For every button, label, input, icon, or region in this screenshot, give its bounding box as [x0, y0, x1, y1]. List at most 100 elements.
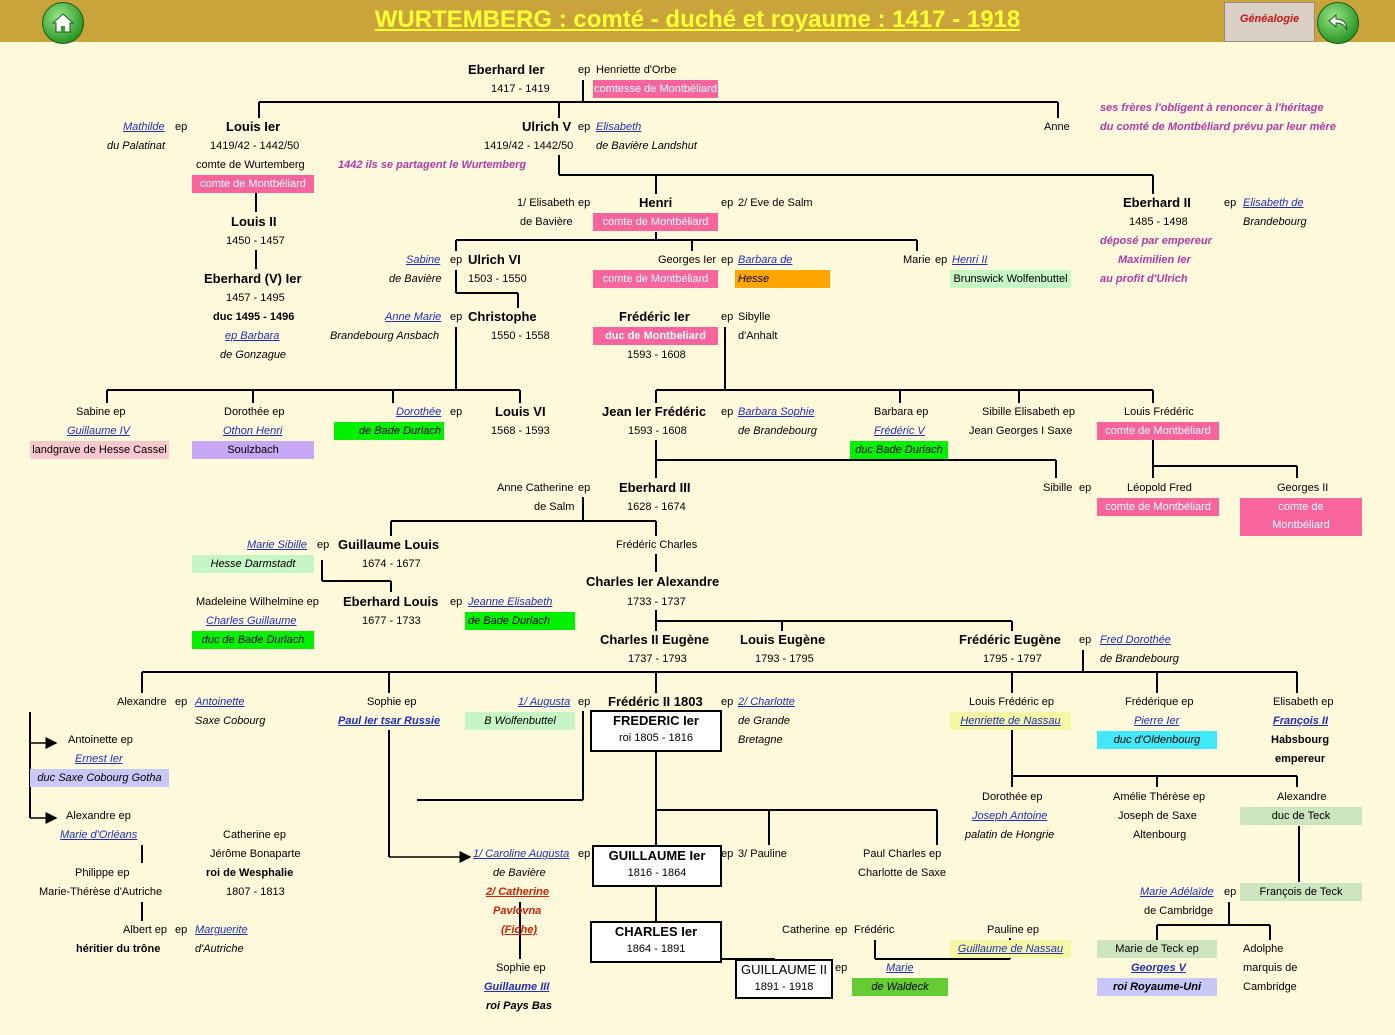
- barbara-de-link[interactable]: Barbara de: [738, 254, 793, 266]
- charles-guillaume-link[interactable]: Charles Guillaume: [206, 615, 297, 627]
- antoinette-ep[interactable]: Antoinette ep: [68, 734, 133, 746]
- barbara-ep[interactable]: Barbara ep: [874, 406, 929, 418]
- fred-dorothee-link[interactable]: Fred Dorothée: [1100, 634, 1171, 646]
- henri-ii-link[interactable]: Henri II: [952, 254, 988, 266]
- caroline-link[interactable]: 1/ Caroline Augusta: [473, 848, 570, 860]
- dorothee-ep-2[interactable]: Dorothée ep: [982, 791, 1043, 803]
- charles-i-box[interactable]: CHARLES Ier 1864 - 1891: [590, 921, 722, 963]
- pierre-ier-link[interactable]: Pierre Ier: [1134, 715, 1180, 727]
- guillaume-nassau-box[interactable]: Guillaume de Nassau: [950, 940, 1071, 958]
- eberhard-iii-name[interactable]: Eberhard III: [619, 480, 691, 495]
- jeanne-elisabeth-link[interactable]: Jeanne Elisabeth: [468, 596, 553, 608]
- eberhard-ii-name[interactable]: Eberhard II: [1123, 195, 1191, 210]
- barbara-link[interactable]: ep Barbara: [225, 330, 280, 342]
- sophie-ep[interactable]: Sophie ep: [367, 696, 417, 708]
- frederic-3[interactable]: Frédéric: [854, 924, 895, 936]
- louis-frederic-2[interactable]: Louis Frédéric ep: [969, 696, 1054, 708]
- sibille-name[interactable]: Sibille: [1043, 482, 1073, 494]
- eve-salm[interactable]: 2/ Eve de Salm: [738, 197, 813, 209]
- genealogy-badge[interactable]: Généalogie: [1224, 2, 1315, 42]
- anne-catherine[interactable]: Anne Catherine: [497, 482, 574, 494]
- sabine-ep[interactable]: Sabine ep: [76, 406, 126, 418]
- alexandre-2[interactable]: Alexandre: [1277, 791, 1327, 803]
- adolphe[interactable]: Adolphe: [1243, 943, 1284, 955]
- barbara-sophie-link[interactable]: Barbara Sophie: [738, 406, 815, 418]
- frederic-i-name[interactable]: Frédéric Ier: [619, 309, 690, 324]
- sibylle-name[interactable]: Sibylle: [738, 311, 771, 323]
- amelie-therese[interactable]: Amélie Thérèse ep: [1113, 791, 1206, 803]
- frederique-ep[interactable]: Frédérique ep: [1125, 696, 1194, 708]
- sabine-link[interactable]: Sabine: [406, 254, 441, 266]
- eberhard-i-name[interactable]: Eberhard Ier: [468, 62, 545, 77]
- elisabeth-1[interactable]: 1/ Elisabeth: [517, 197, 575, 209]
- frederic-eugene-name[interactable]: Frédéric Eugène: [959, 632, 1061, 647]
- georges-i-name[interactable]: Georges Ier: [658, 254, 717, 266]
- othon-henri-link[interactable]: Othon Henri: [223, 425, 283, 437]
- georges-ii-name[interactable]: Georges II: [1277, 482, 1329, 494]
- marie-adelaide-link[interactable]: Marie Adélaïde: [1140, 886, 1214, 898]
- henriette-nassau-box[interactable]: Henriette de Nassau: [950, 712, 1071, 730]
- eberhard-v-name[interactable]: Eberhard (V) Ier: [204, 271, 302, 286]
- elisabeth-ep[interactable]: Elisabeth ep: [1273, 696, 1334, 708]
- fiche-link[interactable]: (Fiche): [501, 924, 538, 936]
- guillaume-louis-name[interactable]: Guillaume Louis: [338, 537, 440, 552]
- elisabeth-de-link[interactable]: Elisabeth de: [1243, 197, 1304, 209]
- marguerite-link[interactable]: Marguerite: [195, 924, 248, 936]
- madeleine-wilhelmine[interactable]: Madeleine Wilhelmine ep: [196, 596, 319, 608]
- leopold-name[interactable]: Léopold Fred: [1127, 482, 1192, 494]
- alexandre-ep[interactable]: Alexandre ep: [66, 810, 131, 822]
- guillaume-iv-link[interactable]: Guillaume IV: [67, 425, 130, 437]
- henri-name[interactable]: Henri: [639, 195, 673, 210]
- eberhard-louis-name[interactable]: Eberhard Louis: [343, 594, 439, 609]
- marie-2-link[interactable]: Marie: [886, 962, 914, 974]
- charles-ii-name[interactable]: Charles II Eugène: [600, 632, 710, 647]
- christophe-name[interactable]: Christophe: [468, 309, 537, 324]
- charlotte-link[interactable]: 2/ Charlotte: [738, 696, 795, 708]
- pauline-3[interactable]: 3/ Pauline: [738, 848, 787, 860]
- louis-eugene-name[interactable]: Louis Eugène: [740, 632, 826, 647]
- pauline-ep[interactable]: Pauline ep: [987, 924, 1039, 936]
- paul-charles[interactable]: Paul Charles ep: [863, 848, 942, 860]
- louis-frederic-name[interactable]: Louis Frédéric: [1124, 406, 1194, 418]
- guillaume-ii-box[interactable]: GUILLAUME II 1891 - 1918: [735, 959, 833, 999]
- catherine-3[interactable]: Catherine: [782, 924, 830, 936]
- dorothee-link[interactable]: Dorothée: [396, 406, 442, 418]
- henriette-name[interactable]: Henriette d'Orbe: [596, 64, 677, 76]
- georges-v-link[interactable]: Georges V: [1131, 962, 1187, 974]
- ulrich-vi-name[interactable]: Ulrich VI: [468, 252, 521, 267]
- guillaume-i-box[interactable]: GUILLAUME Ier 1816 - 1864: [592, 845, 722, 887]
- sibille-elisabeth[interactable]: Sibille Elisabeth ep: [982, 406, 1075, 418]
- francois-ii-link[interactable]: François II: [1273, 715, 1329, 727]
- augusta-link[interactable]: 1/ Augusta: [518, 696, 571, 708]
- elisabeth-link[interactable]: Elisabeth: [596, 121, 642, 133]
- marie-teck-box[interactable]: Marie de Teck ep: [1097, 940, 1217, 958]
- philippe-ep[interactable]: Philippe ep: [75, 867, 130, 879]
- mathilde-link[interactable]: Mathilde: [123, 121, 165, 133]
- ulrich-v-name[interactable]: Ulrich V: [522, 119, 572, 134]
- ernest-ier-link[interactable]: Ernest Ier: [75, 753, 123, 765]
- frederic-ii-name[interactable]: Frédéric II 1803: [608, 694, 703, 709]
- louis-ii-name[interactable]: Louis II: [231, 214, 277, 229]
- back-button[interactable]: [1317, 2, 1359, 44]
- catherine-ep[interactable]: Catherine ep: [223, 829, 286, 841]
- louis-i-name[interactable]: Louis Ier: [226, 119, 281, 134]
- catherine-2-link[interactable]: 2/ Catherine: [486, 886, 549, 898]
- charles-alexandre-name[interactable]: Charles Ier Alexandre: [586, 574, 720, 589]
- paul-ier-link[interactable]: Paul Ier tsar Russie: [338, 715, 441, 727]
- frederic-charles[interactable]: Frédéric Charles: [616, 539, 698, 551]
- alexandre-name[interactable]: Alexandre: [117, 696, 167, 708]
- anne-marie-link[interactable]: Anne Marie: [385, 311, 442, 323]
- albert-ep[interactable]: Albert ep: [123, 924, 168, 936]
- frederic-roi-box[interactable]: FREDERIC Ier roi 1805 - 1816: [590, 710, 722, 752]
- sophie-ep-2[interactable]: Sophie ep: [496, 962, 546, 974]
- frederic-v-link[interactable]: Frédéric V: [874, 425, 925, 437]
- dorothee-ep[interactable]: Dorothée ep: [224, 406, 285, 418]
- antoinette-link[interactable]: Antoinette: [195, 696, 245, 708]
- joseph-antoine-link[interactable]: Joseph Antoine: [972, 810, 1048, 822]
- louis-vi-name[interactable]: Louis VI: [495, 404, 546, 419]
- guillaume-iii-link[interactable]: Guillaume III: [484, 981, 550, 993]
- anne-name[interactable]: Anne: [1044, 121, 1070, 133]
- marie-orleans-link[interactable]: Marie d'Orléans: [60, 829, 138, 841]
- jean-frederic-name[interactable]: Jean Ier Frédéric: [602, 404, 707, 419]
- marie-name[interactable]: Marie: [903, 254, 931, 266]
